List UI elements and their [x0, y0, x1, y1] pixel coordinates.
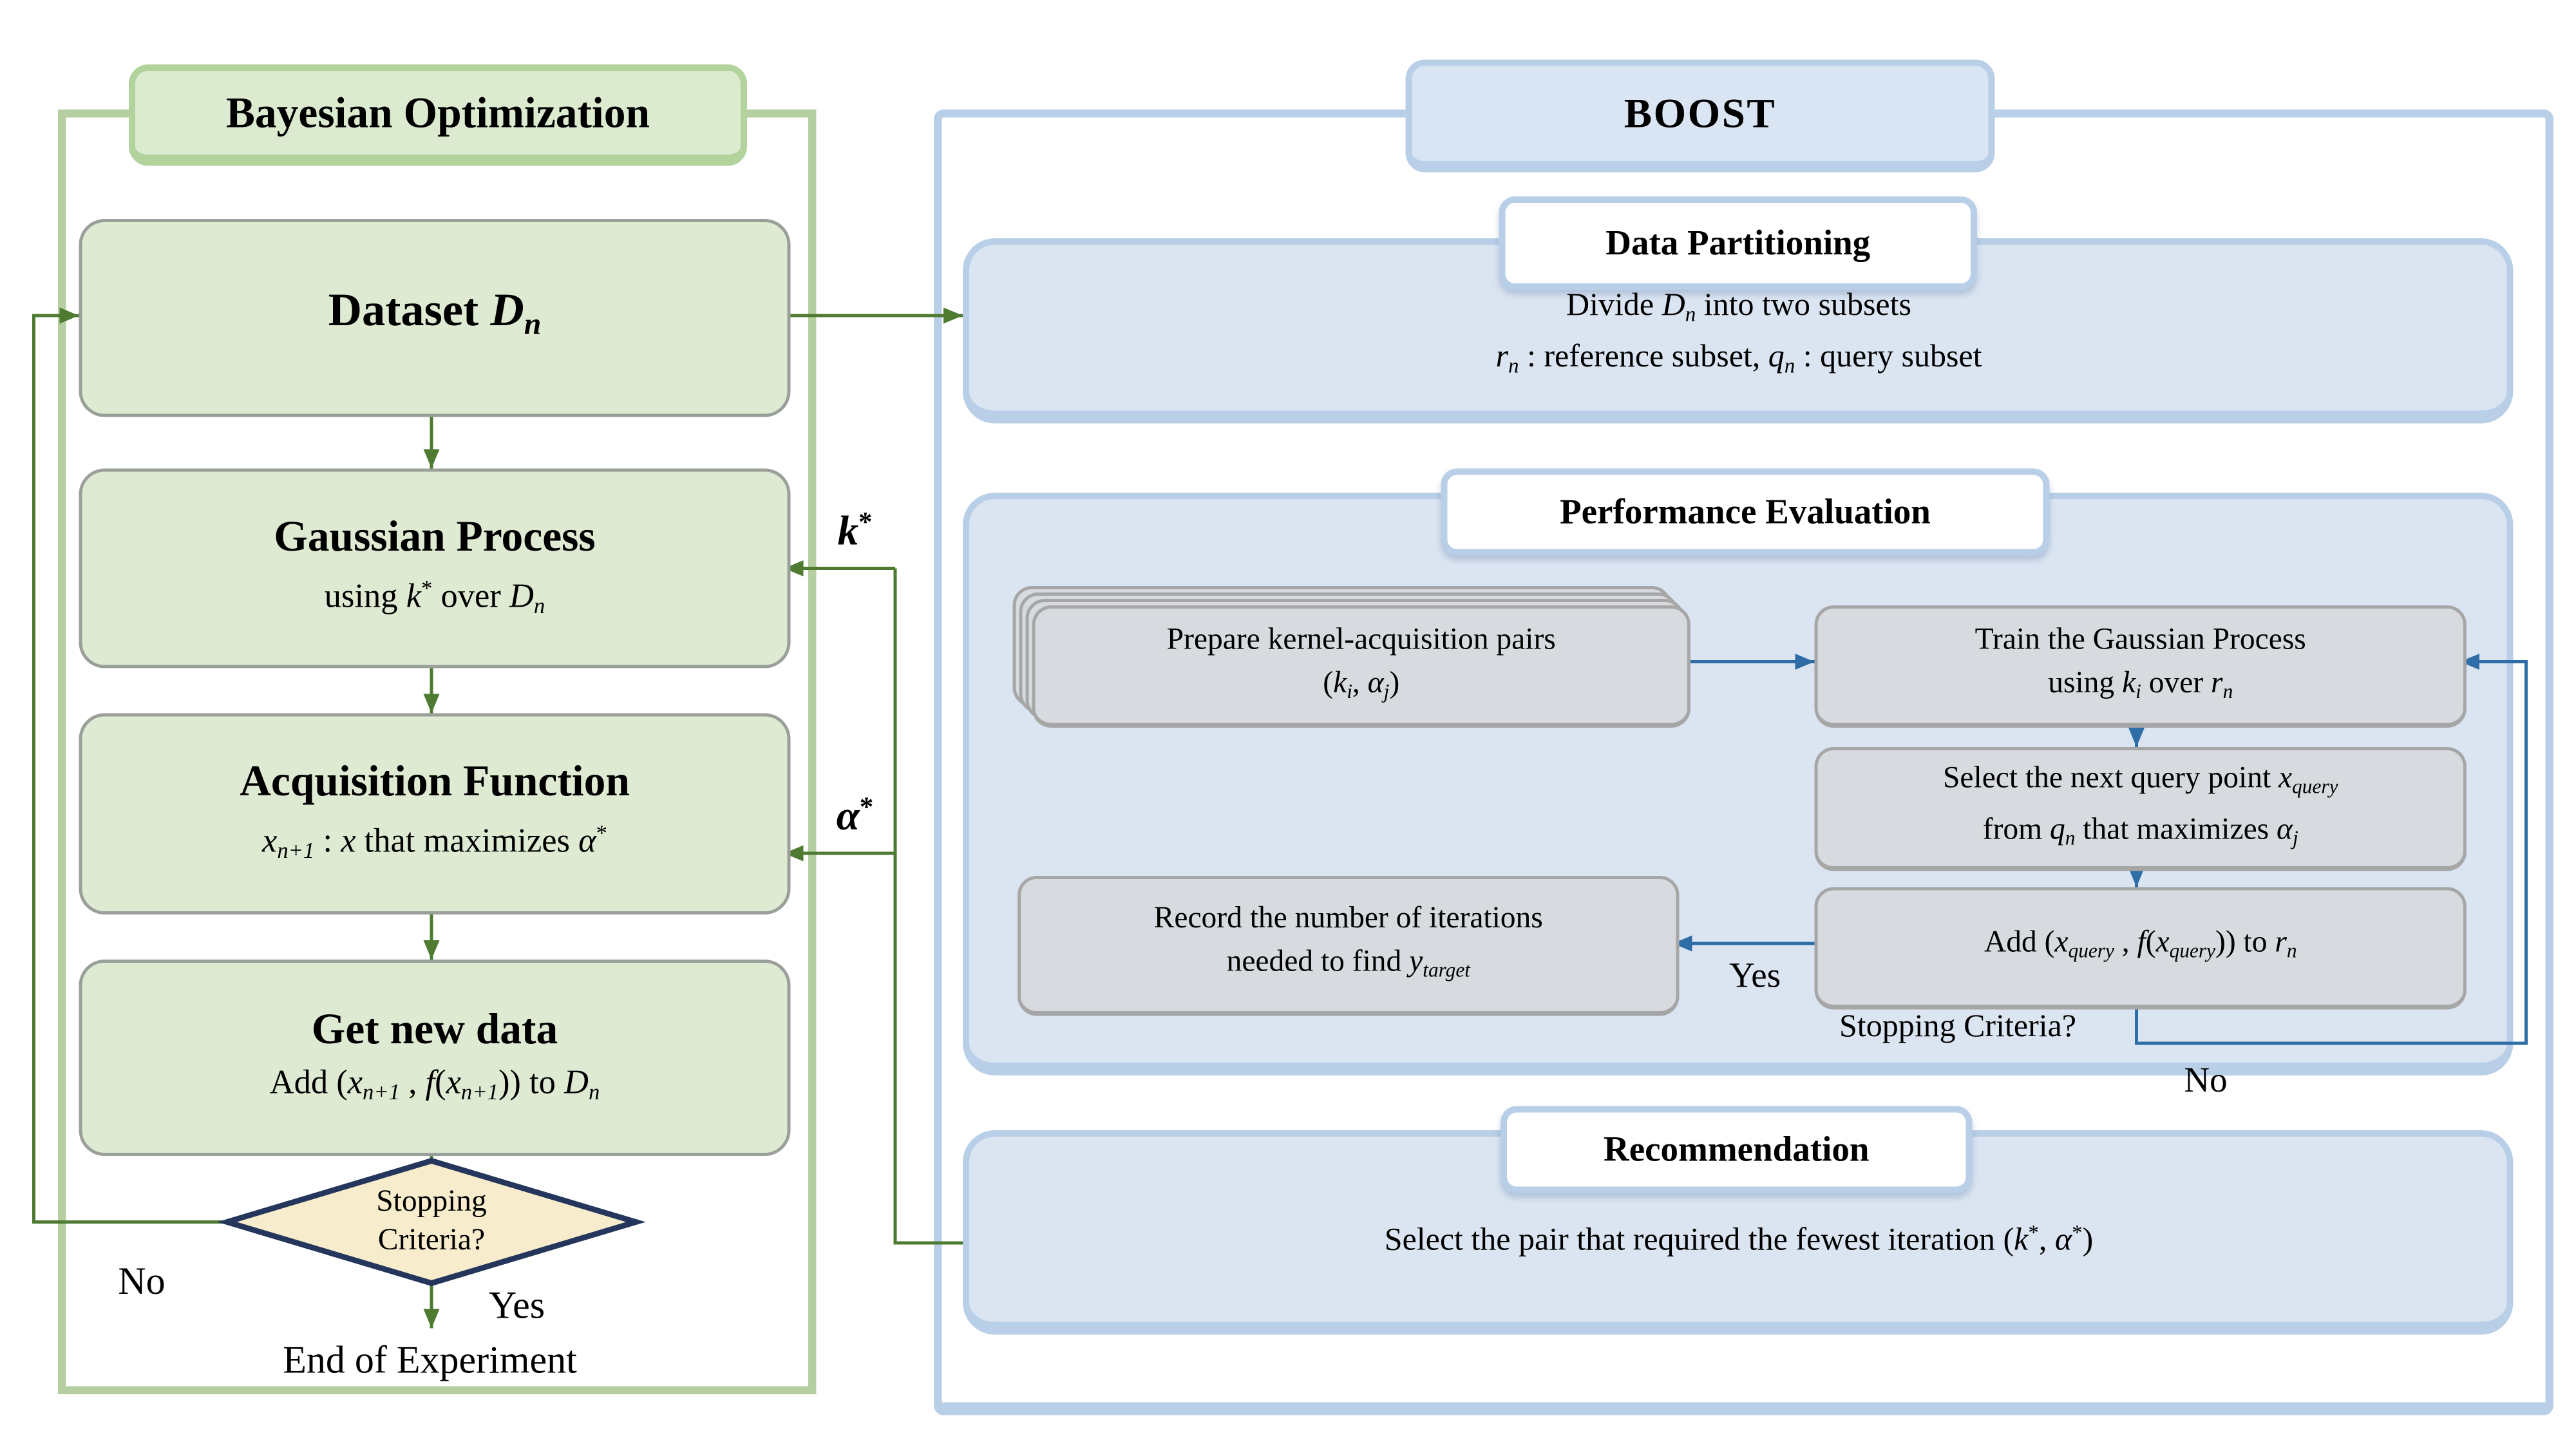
get-new-data-box: Get new data Add (xn+1 , f(xn+1)) to Dn [79, 960, 791, 1156]
boost-header: BOOST [1405, 59, 1995, 173]
select-query-box: Select the next query point xquery from … [1814, 747, 2467, 871]
train-gp-line2: using ki over rn [2048, 666, 2233, 703]
recommendation-line: Select the pair that required the fewest… [1384, 1220, 2094, 1258]
k-star-label: k* [837, 506, 873, 554]
data-partitioning-header: Data Partitioning [1499, 196, 1977, 290]
recommendation-title: Recommendation [1604, 1128, 1870, 1170]
acquisition-function-box: Acquisition Function xn+1 : x that maxim… [79, 713, 791, 914]
recommendation-section [963, 1130, 2514, 1335]
dataset-label: Dataset Dn [328, 285, 542, 342]
prepare-pairs-line2: (ki, αj) [1323, 666, 1400, 703]
train-gp-line1: Train the Gaussian Process [1975, 622, 2306, 657]
stopping-criteria-diamond [217, 1157, 646, 1287]
train-gp-box: Train the Gaussian Process using ki over… [1814, 605, 2467, 728]
performance-evaluation-header: Performance Evaluation [1441, 468, 2050, 556]
dp-line1: Divide Dn into two subsets [1566, 287, 1911, 326]
bo-yes-label: Yes [488, 1285, 545, 1328]
pe-no-label: No [2184, 1059, 2228, 1100]
data-partitioning-title: Data Partitioning [1605, 222, 1871, 263]
arrow-no-loop-to-dataset [32, 307, 227, 1224]
gaussian-process-title: Gaussian Process [274, 511, 596, 560]
select-query-line2: from qn that maximizes αj [1982, 813, 2298, 849]
performance-evaluation-title: Performance Evaluation [1560, 491, 1931, 532]
end-of-experiment-label: End of Experiment [283, 1340, 577, 1383]
add-query-line: Add (xquery , f(xquery)) to rn [1984, 926, 2297, 963]
recommendation-header: Recommendation [1501, 1106, 1973, 1193]
stopping-criteria-label: Stopping Criteria? [376, 1185, 487, 1258]
acquisition-function-subtitle: xn+1 : x that maximizes α* [261, 821, 608, 863]
prepare-pairs-box: Prepare kernel-acquisition pairs (ki, αj… [1032, 605, 1690, 728]
get-new-data-title: Get new data [311, 1003, 558, 1052]
record-iterations-box: Record the number of iterations needed t… [1018, 876, 1680, 1016]
pe-yes-label: Yes [1728, 954, 1781, 996]
dp-line2: rn : reference subset, qn : query subset [1495, 339, 1982, 377]
boost-title: BOOST [1624, 89, 1777, 137]
add-query-box: Add (xquery , f(xquery)) to rn [1814, 887, 2467, 1010]
gaussian-process-subtitle: using k* over Dn [324, 575, 545, 618]
prepare-pairs-line1: Prepare kernel-acquisition pairs [1166, 622, 1556, 657]
acquisition-function-title: Acquisition Function [240, 757, 630, 806]
line-recommendation-feedback [893, 568, 963, 1245]
get-new-data-subtitle: Add (xn+1 , f(xn+1)) to Dn [269, 1061, 600, 1104]
dataset-box: Dataset Dn [79, 219, 791, 417]
record-iterations-line1: Record the number of iterations [1153, 902, 1543, 936]
alpha-star-label: α* [836, 791, 874, 840]
select-query-line1: Select the next query point xquery [1942, 761, 2338, 797]
bo-no-label: No [118, 1261, 166, 1303]
record-iterations-line2: needed to find ytarget [1226, 945, 1470, 982]
pe-stopping-label: Stopping Criteria? [1839, 1009, 2077, 1045]
bayesian-optimization-header: Bayesian Optimization [129, 64, 747, 166]
bayesian-optimization-title: Bayesian Optimization [225, 88, 650, 137]
gaussian-process-box: Gaussian Process using k* over Dn [79, 468, 791, 668]
arrow-stopping-no-loop [2135, 654, 2528, 1045]
